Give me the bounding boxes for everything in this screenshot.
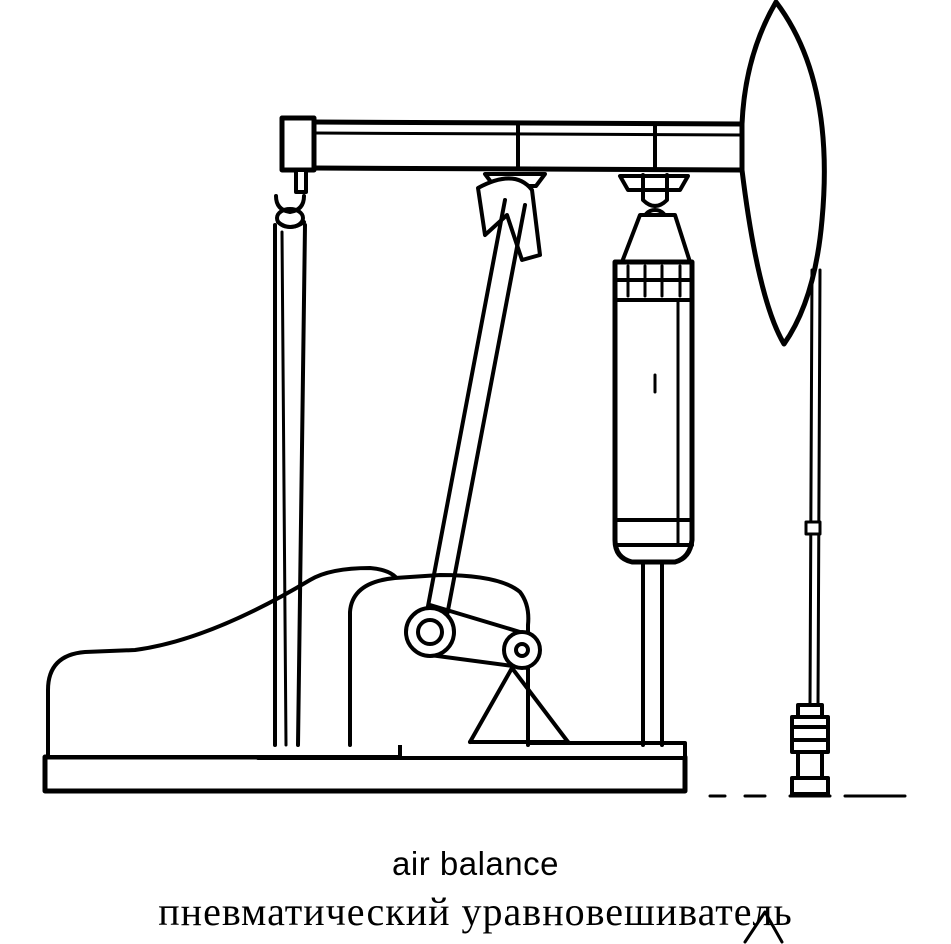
polished-rod [804, 268, 822, 707]
caption-russian: пневматический уравновешиватель [158, 889, 793, 934]
crank-pin-ring [404, 606, 456, 658]
samson-post [273, 194, 307, 747]
pitman-arm [423, 198, 527, 628]
crankshaft-hub [502, 630, 542, 670]
cylinder-support-rod [641, 560, 664, 747]
gear-reducer [348, 573, 531, 747]
crankshaft-center [514, 642, 530, 658]
walking-beam [279, 115, 745, 194]
horsehead [739, 0, 827, 347]
caption-english: air balance [392, 845, 559, 882]
engine-housing [46, 566, 402, 759]
correction-mark [743, 910, 784, 944]
crank-pin [416, 618, 444, 646]
gearbox-support-frame [468, 666, 570, 744]
wellhead [790, 703, 830, 796]
equalizer-bearing [476, 172, 547, 262]
air-cylinder [612, 213, 695, 565]
